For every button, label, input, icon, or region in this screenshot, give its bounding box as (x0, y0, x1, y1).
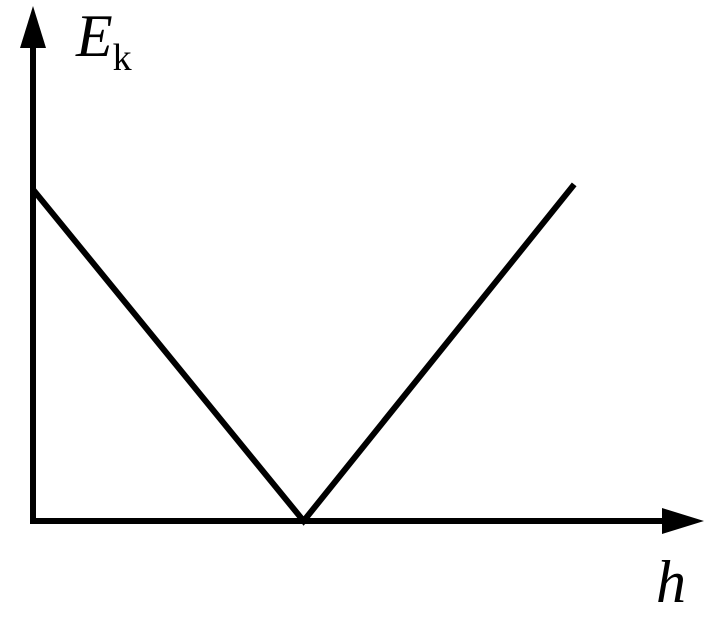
y-axis-arrow-icon (20, 6, 46, 48)
x-axis-label: h (656, 549, 686, 615)
y-axis-label-main: E (76, 3, 113, 69)
y-axis-label-subscript: k (112, 37, 132, 79)
x-axis-arrow-icon (662, 508, 704, 534)
energy-line (30, 182, 577, 526)
y-axis-label: Ek (76, 6, 132, 77)
